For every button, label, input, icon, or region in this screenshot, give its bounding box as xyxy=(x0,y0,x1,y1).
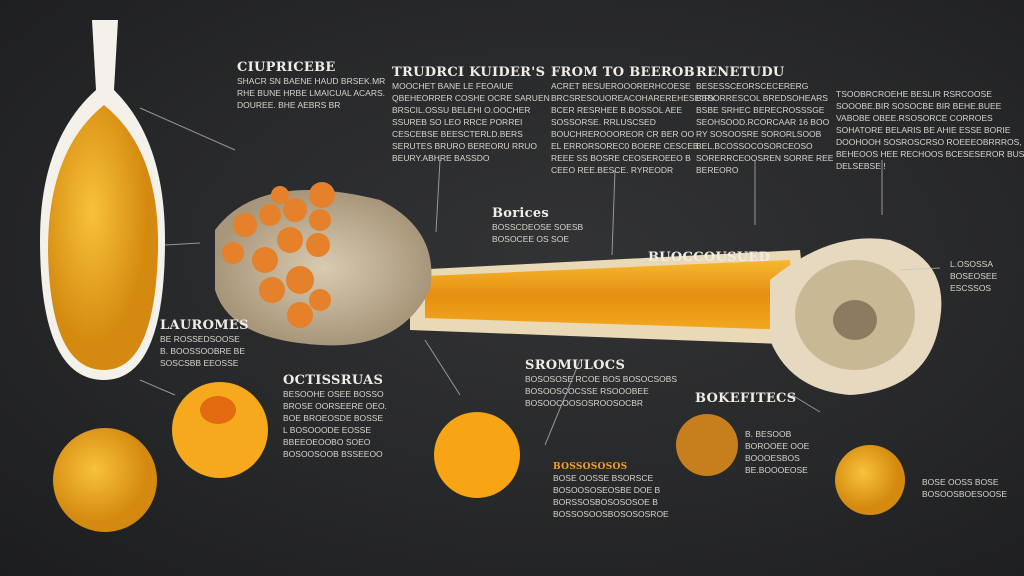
leader-lines xyxy=(139,107,941,446)
block-heading: LAUROMES xyxy=(160,318,249,333)
block-line: BESOOHE OSEE BOSSO xyxy=(283,389,384,399)
spoon xyxy=(40,20,165,380)
block-line: BEREORO xyxy=(696,165,739,175)
block-line: SOSSORSE. RRLUSCSED xyxy=(551,117,656,127)
block-line: DOUREE. BHE AEBRS BR xyxy=(237,100,341,110)
block-line: EL ERRORSOREC0 BOERE CESCEB xyxy=(551,141,699,151)
block-line: BOSOSOSE RCOE BOS BOSOCSOBS xyxy=(525,374,678,384)
block-heading: OCTISSRUAS xyxy=(283,373,384,388)
block-line: MOOCHET BANE LE FEOAIUE xyxy=(392,81,514,91)
block-line: REEE SS BOSRE CEOSEROEEO B xyxy=(551,153,691,163)
block-line: SERUTES BRURO BEREORU RRUO xyxy=(392,141,537,151)
block-heading: BOSSOSOSOS xyxy=(553,462,628,472)
block-heading: CIUPRICEBE xyxy=(237,60,336,75)
block-heading: BUOCCOUSUED xyxy=(648,250,771,265)
block-line: DELSEBSE ! xyxy=(836,161,886,171)
bone xyxy=(215,182,942,395)
block-line: BOSOCEE OS SOE xyxy=(492,234,569,244)
block-line: BRCSRESOUOREACOHAREREHESE' RY xyxy=(551,93,716,103)
block-line: SSUREB SO LEO RRCE PORREI xyxy=(392,117,523,127)
text-block-circle-note: B. BESOOB BOROOEE OOE BOOOESBOS BE.BOOOEOSE xyxy=(745,428,809,476)
block-line: B. BESOOB xyxy=(745,429,792,439)
block-heading: BOKEFITECS xyxy=(695,391,797,406)
block-line: RHE BUNE HRBE LMAICUAL ACARS. xyxy=(237,88,385,98)
block-line: BESORRESCOL BREDSOHEARS xyxy=(696,93,828,103)
block-line: BEURY.ABHRE BASSDO xyxy=(392,153,490,163)
block-line: BOSEOSEE xyxy=(950,271,998,281)
block-line: ACRET BESUEROOORERHCOESE xyxy=(551,81,691,91)
block-line: BROSE OORSEERE OEO. xyxy=(283,401,387,411)
block-line: SHACR SN BAENE HAUD BRSEK.MR xyxy=(237,76,386,86)
block-heading: TRUDRCI KUIDER'S xyxy=(392,65,546,80)
block-line: BOUCHREROOOREOR CR BER OO xyxy=(551,129,695,139)
block-line: VABOBE OBEE.RSOSORCE CORROES xyxy=(836,113,993,123)
block-line: QBEHEORRER COSHE OCRE SARUEN xyxy=(392,93,550,103)
block-line: BE ROSSEDSOOSE xyxy=(160,334,240,344)
block-line: SEOHSOOD.RCORCAAR 16 BOO xyxy=(696,117,830,127)
block-line: BOSSOSOOSBOSOSOSROE xyxy=(553,509,669,519)
text-block-bottom-right: BOSE OOSS BOSE BOSOOSBOESOOSE xyxy=(922,476,1007,500)
block-line: BOSOOSOOB BSSEEOO xyxy=(283,449,383,459)
block-line: BOROOEE OOE xyxy=(745,441,810,451)
block-line: BBEEOEOOBO SOEO xyxy=(283,437,371,447)
block-line: BOSOOSCOCSSE RSOOOBEE xyxy=(525,386,649,396)
block-heading: Borices xyxy=(492,206,550,221)
block-line: BE.BOOOEOSE xyxy=(745,465,808,475)
text-block-bokefitecs: BOKEFITECS xyxy=(695,391,796,406)
block-line: TSOOBRCROEHE BESLIR RSRCOOSE xyxy=(836,89,992,99)
block-line: BCER RESRHEE B.BOSSOL AEE xyxy=(551,105,683,115)
block-line: SOOOBE.BIR SOSOCBE BIR BEHE.BUEE xyxy=(836,101,1002,111)
block-heading: FROM TO BEEROB xyxy=(551,65,695,80)
block-line: ESCSSOS xyxy=(950,283,992,293)
text-block-bone-label: BUOCCOUSUED xyxy=(648,250,770,265)
block-line: BOSE OOSS BOSE xyxy=(922,477,999,487)
block-line: BORSSOSBOSOSOSOE B xyxy=(553,497,658,507)
text-block-far-right: L.OSOSSA BOSEOSEE ESCSSOS xyxy=(950,258,997,294)
block-line: BEL.BCOSSOCOSORCEOSO xyxy=(696,141,813,151)
block-line: BSBE SRHEC BERECROSSSGE xyxy=(696,105,825,115)
block-line: BEHEOOS HEE RECHOOS BCESESEROR BUSSA xyxy=(836,149,1024,159)
detail-circles xyxy=(53,382,905,532)
block-line: SOSCSBB EEOSSE xyxy=(160,358,239,368)
block-line: BOSOOSOSEOSBE DOE B xyxy=(553,485,661,495)
block-line: BOSSCDEOSE SOESB xyxy=(492,222,584,232)
block-heading: RENETUDU xyxy=(696,65,785,80)
block-line: L.OSOSSA xyxy=(950,259,993,269)
block-line: CESCEBSE BEESCTERLD.BERS xyxy=(392,129,523,139)
block-line: CEEO REE.BESCE. RYREODR xyxy=(551,165,674,175)
block-line: BRSCIL.OSSU BELEHI O.OOCHER xyxy=(392,105,531,115)
block-line: BOSE OOSSE BSORSCE xyxy=(553,473,654,483)
block-line: BESESSCEORSCECERERG xyxy=(696,81,809,91)
block-line: SOHATORE BELARIS BE AHIE ESSE BORIE xyxy=(836,125,1011,135)
text-block-right-notes: TSOOBRCROEHE BESLIR RSRCOOSE SOOOBE.BIR S… xyxy=(836,88,1024,172)
block-line: BOOOESBOS xyxy=(745,453,800,463)
block-line: BOE BROEOSDE BOSSE xyxy=(283,413,384,423)
block-line: BOSOOSBOESOOSE xyxy=(922,489,1008,499)
block-line: DOOHOOH SOSROSCRSO ROEEEOBRRROS, xyxy=(836,137,1022,147)
block-line: BOSOOCOOSOSROOSOCBR xyxy=(525,398,644,408)
block-line: B. BOOSSOOBRE BE xyxy=(160,346,246,356)
block-line: L BOSOOODE EOSSE xyxy=(283,425,372,435)
block-line: SORERRCEOOSREN SORRE REE xyxy=(696,153,834,163)
block-heading: SROMULOCS xyxy=(525,358,626,373)
block-line: RY SOSOOSRE SORORLSOOB xyxy=(696,129,822,139)
